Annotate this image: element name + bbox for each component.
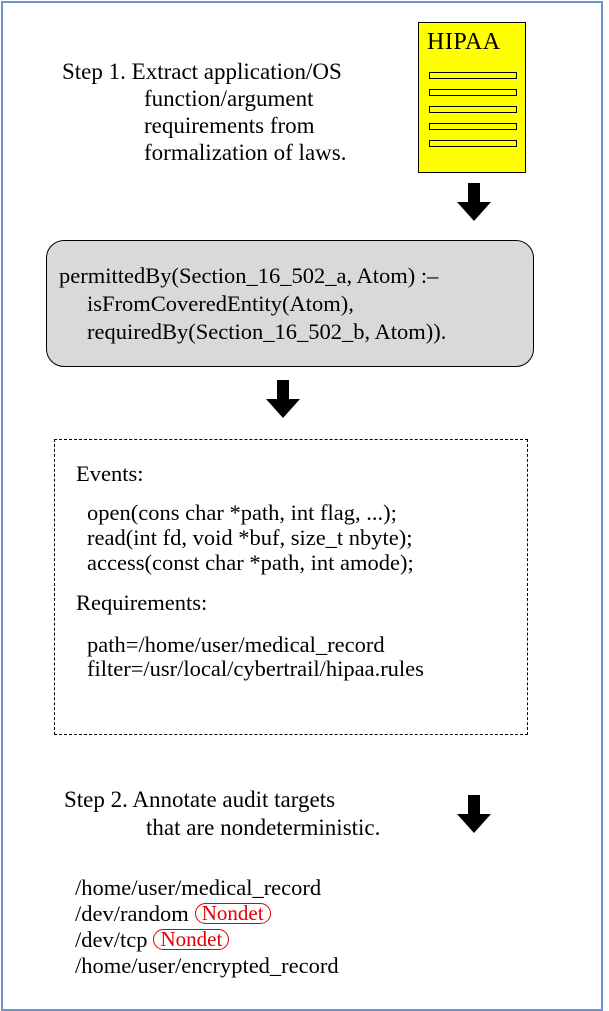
document-text-line [429,72,517,79]
down-arrow-icon [266,380,300,418]
step1-caption: Step 1. Extract application/OS function/… [62,58,346,166]
audit-target-path: /home/user/encrypted_record [75,953,339,978]
nondet-tag: Nondet [153,929,230,950]
step1-line-3: requirements from [144,113,315,138]
step2-line-2: that are nondeterministic. [146,815,381,840]
audit-target-item: /home/user/encrypted_record [75,953,339,979]
step1-line-2: function/argument [144,86,314,111]
event-item: read(int fd, void *buf, size_t nbyte); [87,525,413,550]
step2-line-1: Step 2. Annotate audit targets [64,787,336,812]
document-text-line [429,106,517,113]
step1-line-4: formalization of laws. [144,140,347,165]
document-text-line [429,140,517,147]
event-item: access(const char *path, int amode); [87,550,414,575]
audit-target-path: /dev/random [75,901,189,926]
hipaa-document-icon: HIPAA [418,22,526,173]
event-item: open(cons char *path, int flag, ...); [87,500,397,525]
step2-caption: Step 2. Annotate audit targets that are … [64,786,380,842]
rule-line-1: permittedBy(Section_16_502_a, Atom) :– [59,263,439,288]
audit-target-path: /dev/tcp [75,927,148,952]
audit-target-item: /home/user/medical_record [75,875,339,901]
rule-line-3: requiredBy(Section_16_502_b, Atom)). [87,319,447,344]
requirement-item: filter=/usr/local/cybertrail/hipaa.rules [87,656,424,681]
rule-text: permittedBy(Section_16_502_a, Atom) :– i… [59,262,446,346]
requirement-item: path=/home/user/medical_record [87,632,385,657]
step1-line-1: Step 1. Extract application/OS [62,59,342,84]
rule-box: permittedBy(Section_16_502_a, Atom) :– i… [46,240,534,367]
events-heading: Events: [76,461,144,486]
down-arrow-icon [457,183,491,221]
document-title: HIPAA [427,29,501,55]
rule-line-2: isFromCoveredEntity(Atom), [87,291,354,316]
requirements-box: Events: open(cons char *path, int flag, … [54,439,528,735]
down-arrow-icon [457,795,491,833]
document-text-line [429,123,517,130]
nondet-tag: Nondet [194,903,271,924]
audit-target-path: /home/user/medical_record [75,875,322,900]
requirements-heading: Requirements: [76,590,208,615]
document-text-line [429,89,517,96]
